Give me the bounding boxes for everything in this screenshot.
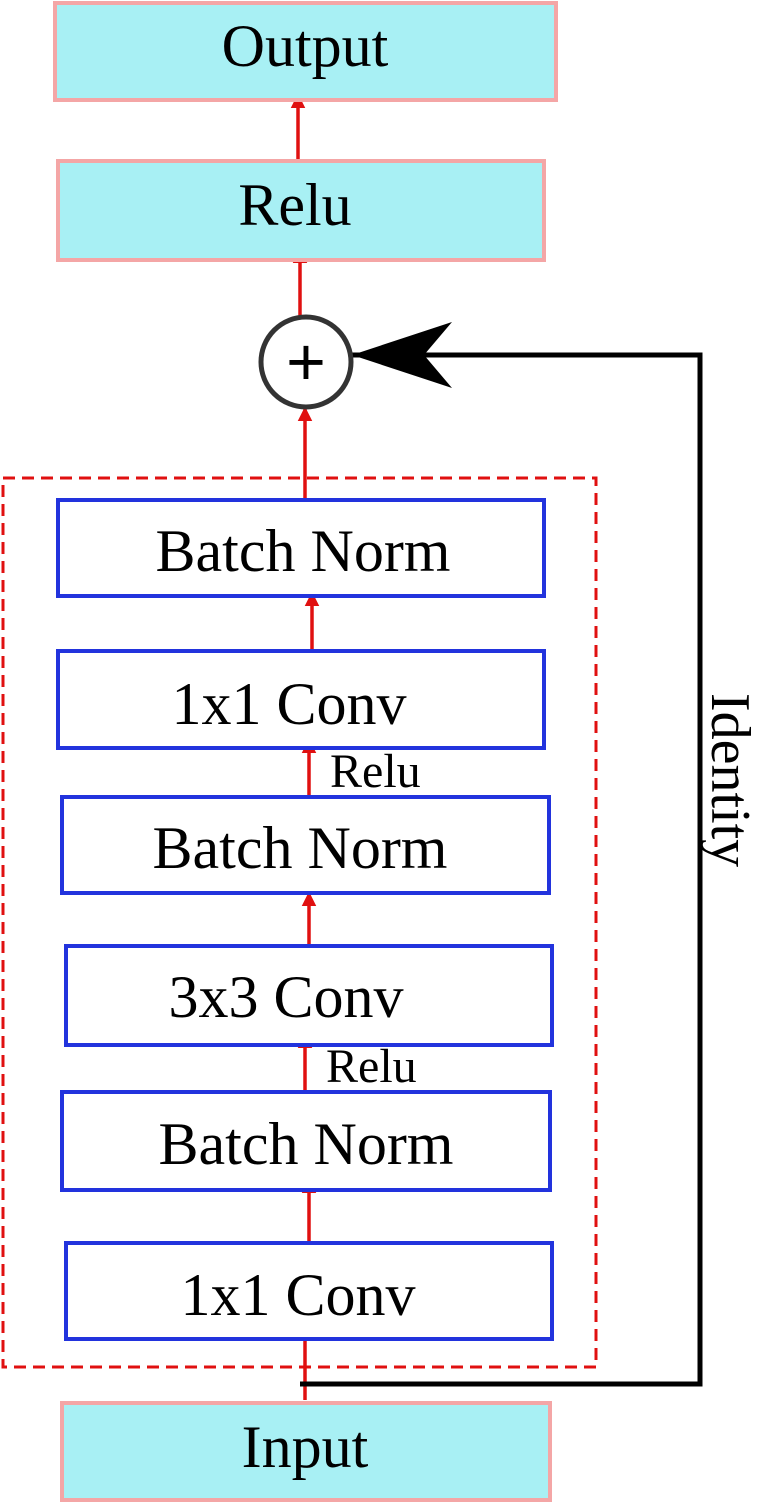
main-path-arrows	[290, 93, 320, 1400]
relu-edge-label-lower: Relu	[326, 1040, 417, 1093]
relu-edge-label-upper: Relu	[330, 745, 421, 798]
identity-label: Identity	[699, 693, 761, 867]
input-node: Input	[60, 1401, 552, 1502]
conv-1x1-top-label: 1x1 Conv	[171, 671, 406, 737]
batch-norm-2-label: Batch Norm	[153, 815, 448, 881]
batch-norm-node-2: Batch Norm	[60, 795, 551, 895]
input-label: Input	[242, 1414, 369, 1480]
bottleneck-dashed-container	[1, 476, 598, 1369]
batch-norm-node-3: Batch Norm	[56, 498, 546, 598]
sum-node: +	[258, 314, 354, 410]
conv-3x3-label: 3x3 Conv	[168, 964, 403, 1030]
sum-symbol: +	[286, 324, 326, 400]
batch-norm-node-1: Batch Norm	[60, 1090, 552, 1192]
output-node: Output	[53, 1, 558, 102]
conv-1x1-node-top: 1x1 Conv	[56, 649, 546, 750]
identity-arrowhead	[352, 322, 452, 388]
batch-norm-1-label: Batch Norm	[159, 1111, 454, 1177]
conv-1x1-node-bottom: 1x1 Conv	[64, 1241, 554, 1341]
relu-label: Relu	[238, 172, 351, 238]
conv-1x1-bottom-label: 1x1 Conv	[180, 1262, 415, 1328]
batch-norm-3-label: Batch Norm	[156, 518, 451, 584]
identity-skip-line	[300, 352, 703, 1387]
output-label: Output	[222, 13, 389, 79]
conv-3x3-node: 3x3 Conv	[64, 944, 554, 1047]
relu-node: Relu	[56, 159, 546, 262]
